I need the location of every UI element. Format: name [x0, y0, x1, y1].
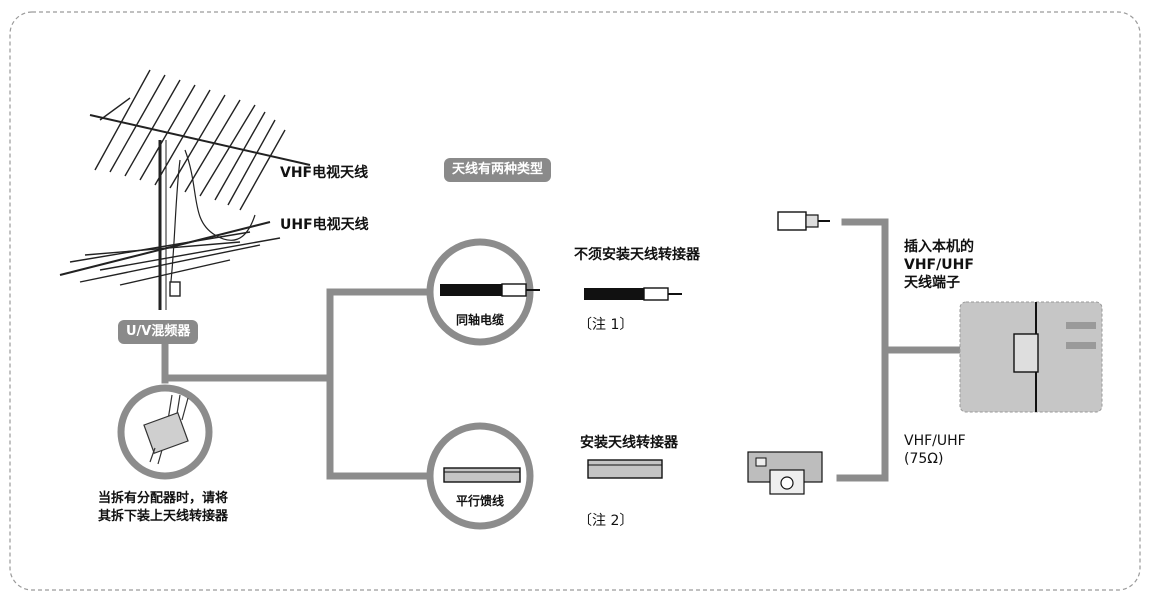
coax-cable-no-converter-icon — [584, 287, 682, 301]
no-converter-label: 不须安装天线转接器 — [574, 247, 700, 263]
dashed-frame — [9, 11, 1141, 591]
note-2: 〔注 2〕 — [578, 513, 634, 529]
splitter-icon — [143, 394, 189, 465]
coax-plug-icon — [777, 211, 830, 231]
terminal-label-line1: VHF/UHF — [904, 433, 966, 449]
insert-label-line1: 插入本机的 — [904, 239, 974, 255]
uhf-antenna-label: UHF电视天线 — [280, 217, 369, 233]
parallel-feeder-icon — [443, 467, 521, 483]
vhf-antenna-label: VHF电视天线 — [280, 165, 369, 181]
coax-cable-label: 同轴电缆 — [455, 313, 504, 327]
splitter-note-line2: 其拆下装上天线转接器 — [98, 509, 229, 524]
install-converter-label: 安装天线转接器 — [580, 435, 678, 451]
coax-cable-icon — [440, 283, 540, 297]
insert-label-line2: VHF/UHF — [904, 257, 974, 273]
antenna-icon — [59, 69, 311, 310]
uv-mixer-badge: U/V混频器 — [118, 320, 199, 344]
parallel-feeder-label: 平行馈线 — [455, 494, 504, 508]
parallel-feeder-converter-icon — [587, 459, 663, 479]
note-1: 〔注 1〕 — [578, 317, 634, 333]
two-types-badge: 天线有两种类型 — [444, 158, 552, 182]
antenna-converter-icon — [747, 451, 823, 495]
terminal-label-line2: (75Ω) — [904, 451, 944, 467]
connection-lines — [161, 218, 964, 482]
insert-label-line3: 天线端子 — [904, 275, 960, 291]
device-panel — [959, 301, 1103, 413]
splitter-note-line1: 当拆有分配器时，请将 — [98, 491, 229, 506]
